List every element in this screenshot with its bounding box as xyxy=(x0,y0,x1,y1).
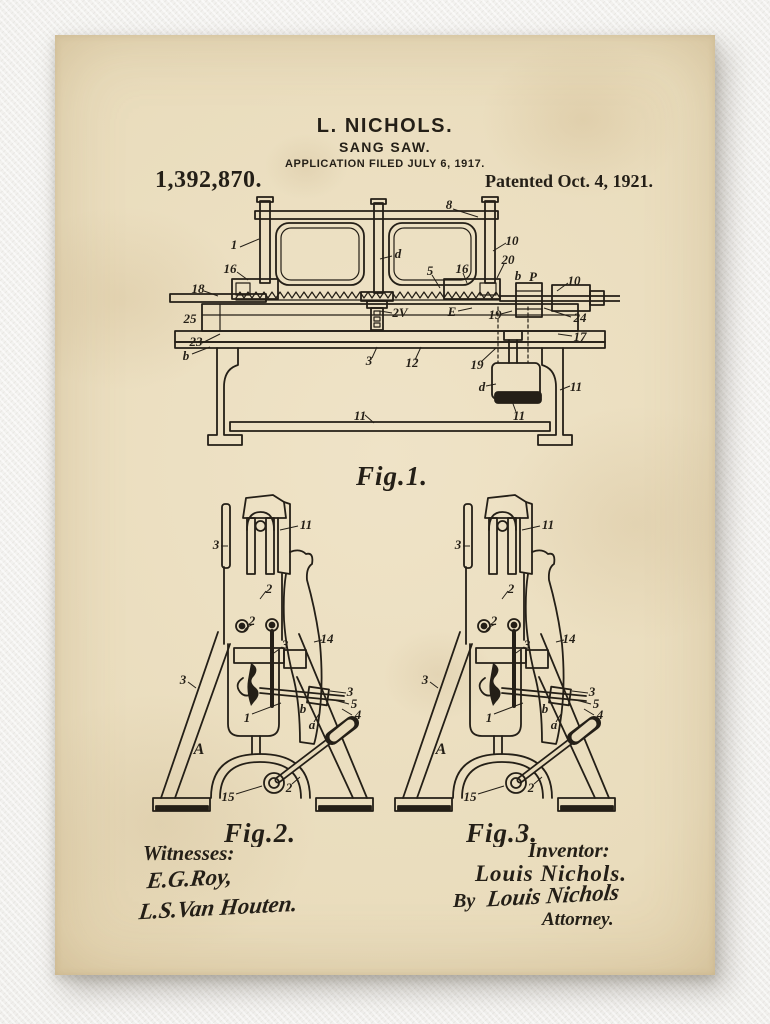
fig1-label: E xyxy=(447,304,457,319)
fig3-label: 11 xyxy=(542,517,554,532)
fig1-label: 11 xyxy=(570,379,582,394)
fig2-label: 11 xyxy=(300,517,312,532)
fig3-drawing: 3 11 2 2 3 14 3 3 5 4 b a 1 A 15 2 Fig.3… xyxy=(390,492,620,847)
fig3-label: 2 xyxy=(507,581,515,596)
patented-date: Patented Oct. 4, 1921. xyxy=(485,171,653,191)
fig2-label: 4 xyxy=(354,707,362,722)
fig2-label: a xyxy=(309,717,316,732)
fig1-label: 18 xyxy=(192,281,206,296)
fig1-label: 20 xyxy=(501,252,516,267)
fig1-label: 11 xyxy=(513,408,525,423)
fig3-label: 3 xyxy=(421,672,429,687)
fig3-leader-lines xyxy=(429,525,595,795)
fig1-label: d xyxy=(479,379,486,394)
patent-number: 1,392,870. xyxy=(155,167,262,193)
attorney-signature: Louis Nichols xyxy=(486,879,621,911)
saw-stand-view xyxy=(153,495,373,811)
fig1-label: 3 xyxy=(365,353,373,368)
fig1-label: 5 xyxy=(427,263,434,278)
fig1-label: 25 xyxy=(183,311,198,326)
fig2-label: 2 xyxy=(248,613,256,628)
fig3-label: 3 xyxy=(523,637,531,652)
fig2-label: 3 xyxy=(179,672,187,687)
fig2-label: A xyxy=(193,741,205,758)
fig2-label: 15 xyxy=(222,789,236,804)
fig3-label: 3 xyxy=(454,537,462,552)
fig1-label: 19 xyxy=(489,307,503,322)
fig1-label: 10 xyxy=(568,273,582,288)
inventor-heading: Inventor: xyxy=(528,838,610,862)
witness-1-script: E.G.Roy, xyxy=(145,863,234,894)
fig1-label: P xyxy=(529,269,538,284)
fig3-label: 4 xyxy=(596,707,604,722)
inventor-headline: L. NICHOLS. xyxy=(316,115,454,137)
witness-2-script: L.S.Van Houten. xyxy=(137,890,300,925)
fig1-label: d xyxy=(395,246,402,261)
fig2-label: 3 xyxy=(212,537,220,552)
fig2-label: 5 xyxy=(351,696,358,711)
fig2-drawing: 3 11 2 2 3 14 3 3 5 4 b a 1 A 15 2 Fig.2… xyxy=(148,492,378,847)
inventor-name: Louis Nichols. xyxy=(475,861,628,886)
fig2-leader-lines xyxy=(187,525,353,795)
fig2-label: 2 xyxy=(265,581,273,596)
patent-title: SANG SAW. xyxy=(339,139,431,155)
fig1-caption: Fig.1. xyxy=(355,461,428,491)
fig1-label: 24 xyxy=(573,310,588,325)
fig3-label: a xyxy=(551,717,558,732)
fig3-label: 1 xyxy=(486,710,493,725)
application-line: APPLICATION FILED JULY 6, 1917. xyxy=(285,158,485,170)
witness-signature-1: E.G.Roy, xyxy=(145,863,234,894)
fig3-label: b xyxy=(542,701,549,716)
fig3-label: 2 xyxy=(490,613,498,628)
fig2-label: b xyxy=(300,701,307,716)
fig3-label: 14 xyxy=(563,631,577,646)
by-label: By xyxy=(453,890,476,912)
fig1-label: b xyxy=(515,268,522,283)
fig3-label: 2 xyxy=(527,780,535,795)
fig1-label: 17 xyxy=(574,329,588,344)
fig1-drawing: 8 1 16 d 10 5 16 20 b P 10 18 25 23 b 2V… xyxy=(169,196,620,491)
fig1-label: 16 xyxy=(456,261,470,276)
fig1-label: 16 xyxy=(224,261,238,276)
fig2-label: 1 xyxy=(244,710,251,725)
fig2-label: 3 xyxy=(346,684,354,699)
fig1-label: 8 xyxy=(446,197,453,212)
fig3-label: 15 xyxy=(464,789,478,804)
fig1-label: b xyxy=(183,348,190,363)
fig3-caption: Fig.3. xyxy=(465,818,538,847)
fig1-label: 2V xyxy=(391,305,409,320)
fig2-label: 3 xyxy=(281,637,289,652)
gang-saw-machine-side-view xyxy=(169,196,620,446)
fig1-label: 11 xyxy=(354,408,366,423)
attorney-title: Attorney. xyxy=(542,909,614,930)
attorney-script: Louis Nichols xyxy=(485,879,621,912)
fig1-label: 19 xyxy=(471,357,485,372)
fig1-label: 10 xyxy=(506,233,520,248)
fig1-label: 12 xyxy=(406,355,420,370)
fig1-label: 1 xyxy=(231,237,238,252)
saw-stand-view xyxy=(395,495,615,811)
fig1-leader-lines xyxy=(191,208,573,424)
fig2-caption: Fig.2. xyxy=(223,818,296,847)
witness-signature-2: L.S.Van Houten. xyxy=(138,891,299,924)
fig3-label: 5 xyxy=(593,696,600,711)
fig2-label: 2 xyxy=(285,780,293,795)
fig2-label: 14 xyxy=(321,631,335,646)
fig3-label: A xyxy=(435,741,447,758)
fig1-label: 23 xyxy=(189,334,204,349)
fig3-label: 3 xyxy=(588,684,596,699)
witnesses-heading: Witnesses: xyxy=(143,841,235,865)
patent-poster: L. NICHOLS. SANG SAW. APPLICATION FILED … xyxy=(55,35,715,975)
